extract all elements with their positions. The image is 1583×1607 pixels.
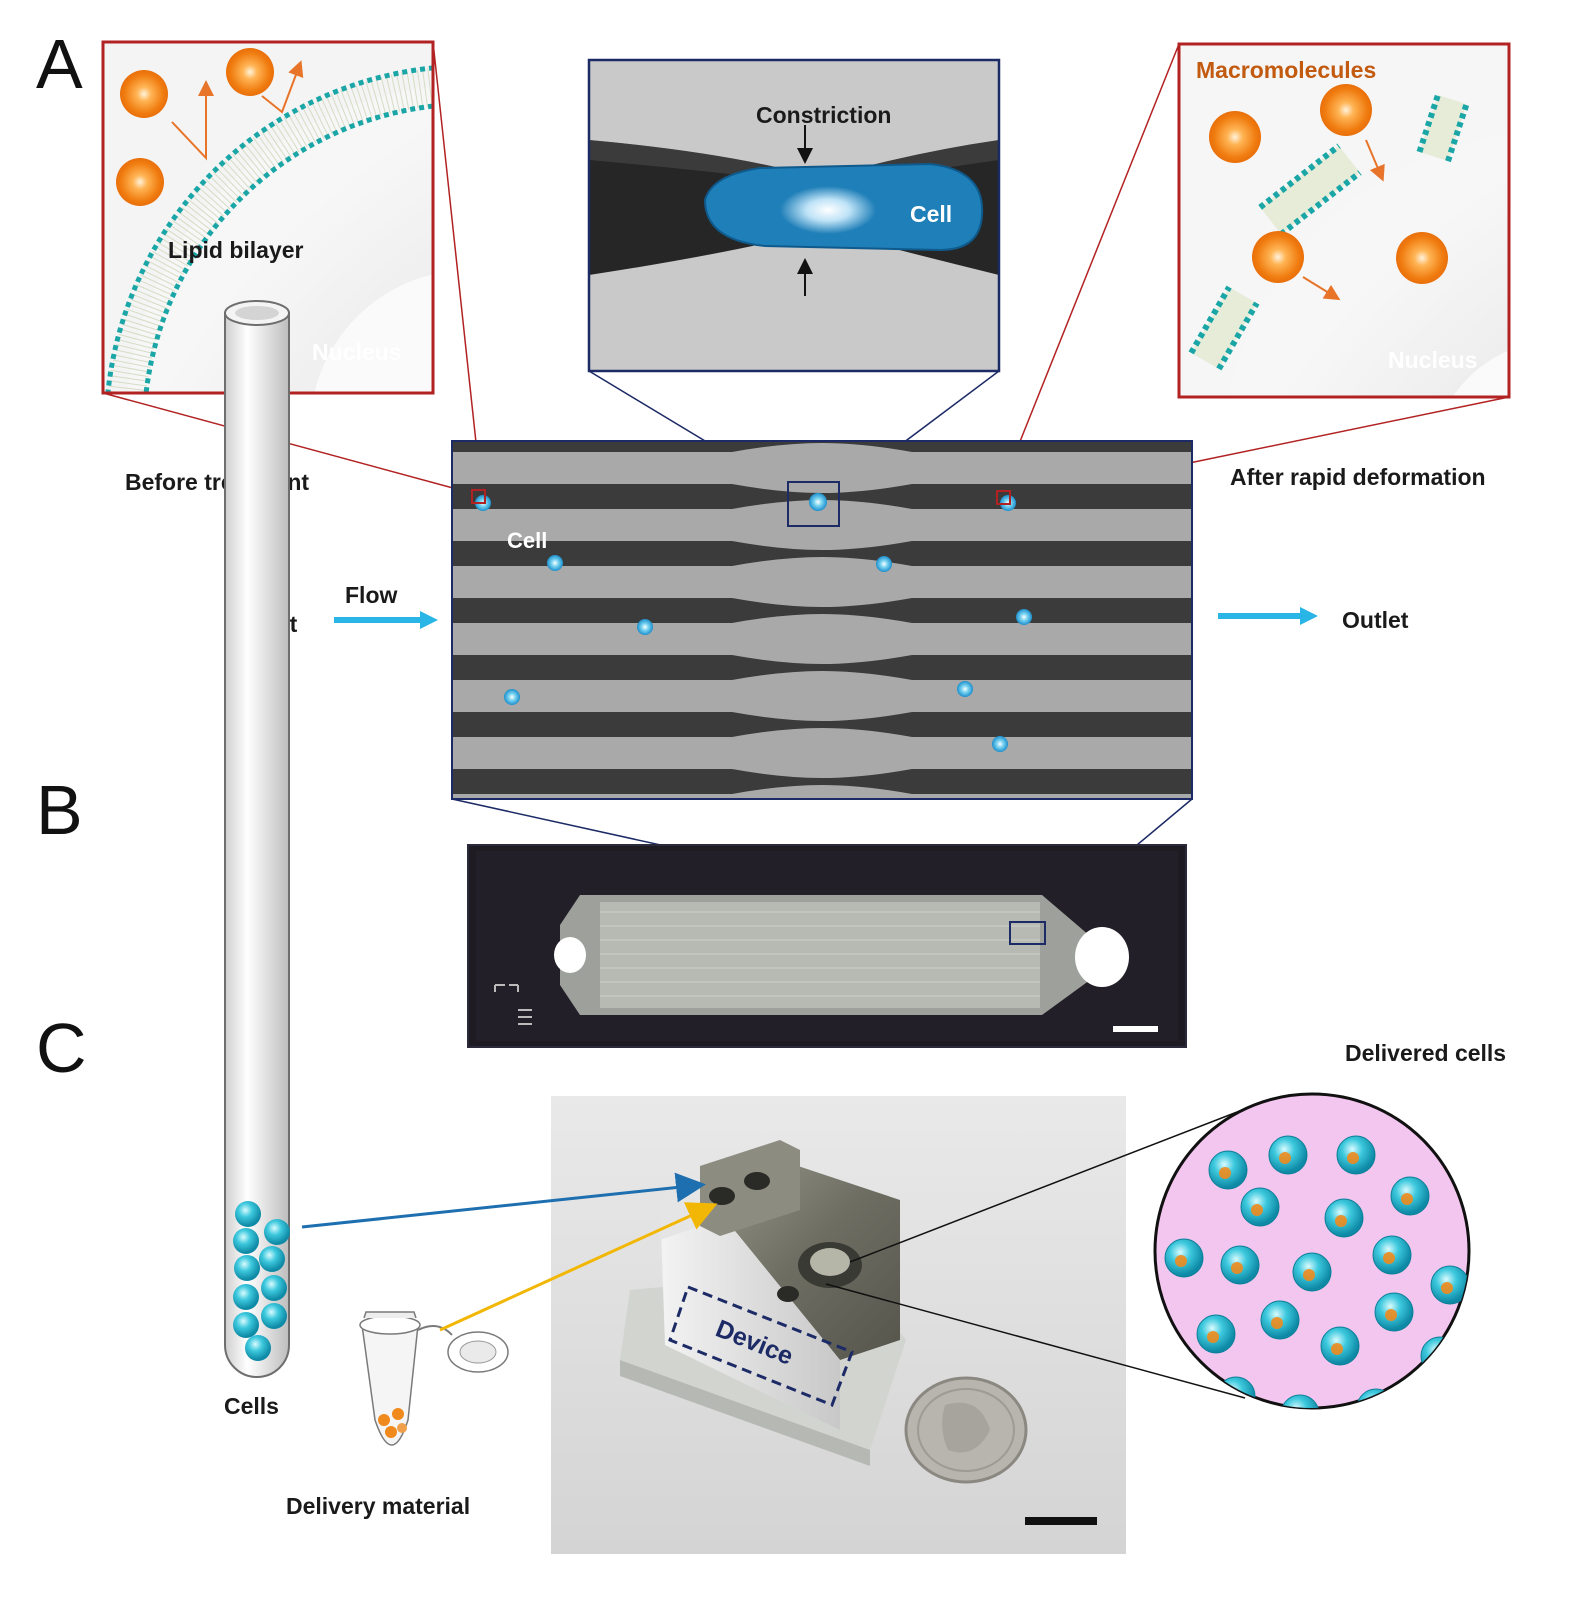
cell-dot <box>637 619 653 635</box>
label-cell-chip: Cell <box>507 528 547 553</box>
channel-row <box>452 614 1192 664</box>
delivered-molecule <box>1441 1282 1453 1294</box>
channel-row <box>452 557 1192 607</box>
zoom-box-red-right <box>996 490 1011 505</box>
device-outline <box>668 1285 854 1407</box>
label-constriction: Constriction <box>756 102 891 128</box>
macromolecule <box>226 48 274 96</box>
label-outlet: Outlet <box>1342 607 1409 633</box>
zoom-box-chip <box>1009 921 1046 945</box>
inset-frame-right <box>1177 42 1511 399</box>
cells-delivery-arrow <box>301 1172 706 1229</box>
delivered-molecule <box>1207 1331 1219 1343</box>
bounce-arrow <box>171 80 214 161</box>
delivered-molecule <box>1303 1269 1315 1281</box>
channel-row <box>452 671 1192 721</box>
delivered-cells-dish <box>1153 1092 1471 1423</box>
macromolecule <box>1396 232 1448 284</box>
flow-arrow-in <box>334 611 438 629</box>
macromolecule <box>1320 84 1372 136</box>
macromolecule <box>116 158 164 206</box>
macromolecule <box>1252 231 1304 283</box>
delivered-molecule <box>1385 1309 1397 1321</box>
panel-label-c: C <box>36 1009 87 1087</box>
cell-dot <box>809 493 827 511</box>
zoom-box-navy <box>787 481 840 527</box>
delivered-molecule <box>1367 1405 1379 1408</box>
delivered-molecule <box>1175 1255 1187 1267</box>
delivered-molecule <box>1431 1353 1443 1365</box>
test-tube-icon <box>224 300 290 1378</box>
chip-frame <box>451 440 1193 800</box>
label-nucleus-right: Nucleus <box>1388 347 1477 373</box>
panel-label-a: A <box>36 25 83 103</box>
bounce-arrow <box>261 60 304 114</box>
label-lipid-bilayer: Lipid bilayer <box>168 237 304 263</box>
membrane-fragment <box>1416 93 1470 163</box>
delivered-molecule <box>1251 1204 1263 1216</box>
cell-dot <box>547 555 563 571</box>
delivered-molecule <box>1383 1252 1395 1264</box>
scale-bar-chip <box>1113 1026 1158 1032</box>
cell-dot <box>504 689 520 705</box>
delivered-molecule <box>1231 1262 1243 1274</box>
entry-arrow <box>1365 139 1385 182</box>
entry-arrow <box>1302 276 1341 301</box>
label-after-deformation: After rapid deformation <box>1230 464 1486 490</box>
delivered-cell <box>1280 1394 1320 1408</box>
chip-outlet-port <box>1075 927 1129 987</box>
inset-before-treatment <box>103 42 433 393</box>
label-cell-zoom: Cell <box>910 201 952 227</box>
label-delivered-cells: Delivered cells <box>1345 1040 1506 1066</box>
chip-channel-image <box>452 441 1192 799</box>
channel-row <box>452 443 1192 493</box>
chip-inlet-port <box>554 937 586 973</box>
inset-frame-middle <box>587 58 1001 373</box>
device-photo <box>551 1096 1126 1554</box>
panel-label-b: B <box>36 771 83 849</box>
chip-photo <box>467 844 1187 1048</box>
dish-callout-bottom <box>825 1283 1246 1399</box>
membrane-fragment <box>1258 143 1362 237</box>
channel-row <box>452 785 1192 799</box>
delivered-molecule <box>1331 1343 1343 1355</box>
delivered-molecule <box>1347 1152 1359 1164</box>
scale-bar-device <box>1025 1517 1097 1525</box>
label-nucleus-left: Nucleus <box>312 339 401 365</box>
delivered-molecule <box>1219 1167 1231 1179</box>
cells-in-tube <box>233 1201 290 1361</box>
cell-dot <box>1016 609 1032 625</box>
macromolecule <box>1209 111 1261 163</box>
eppendorf-tube-icon <box>359 1311 509 1446</box>
delivered-molecule <box>1335 1215 1347 1227</box>
label-cells: Cells <box>224 1393 279 1419</box>
delivered-molecule <box>1271 1317 1283 1329</box>
delivered-molecule <box>1291 1411 1303 1423</box>
inset-constriction <box>589 60 999 371</box>
label-flow: Flow <box>345 582 397 608</box>
cell-dot <box>876 556 892 572</box>
macromolecule <box>120 70 168 118</box>
delivered-molecule <box>1279 1152 1291 1164</box>
membrane-fragment <box>1188 285 1260 371</box>
cell-dot <box>957 681 973 697</box>
cell-nucleus <box>780 186 876 234</box>
label-macromolecules: Macromolecules <box>1196 57 1376 83</box>
label-delivery-material: Delivery material <box>286 1493 470 1519</box>
dish-callout-top <box>849 1106 1251 1263</box>
inset-after-deformation <box>1179 44 1509 397</box>
zoom-box-red-left <box>471 489 486 504</box>
delivered-molecule <box>1401 1193 1413 1205</box>
cell-dot <box>992 736 1008 752</box>
material-delivery-arrow <box>439 1202 718 1332</box>
flow-arrow-out <box>1218 607 1318 625</box>
